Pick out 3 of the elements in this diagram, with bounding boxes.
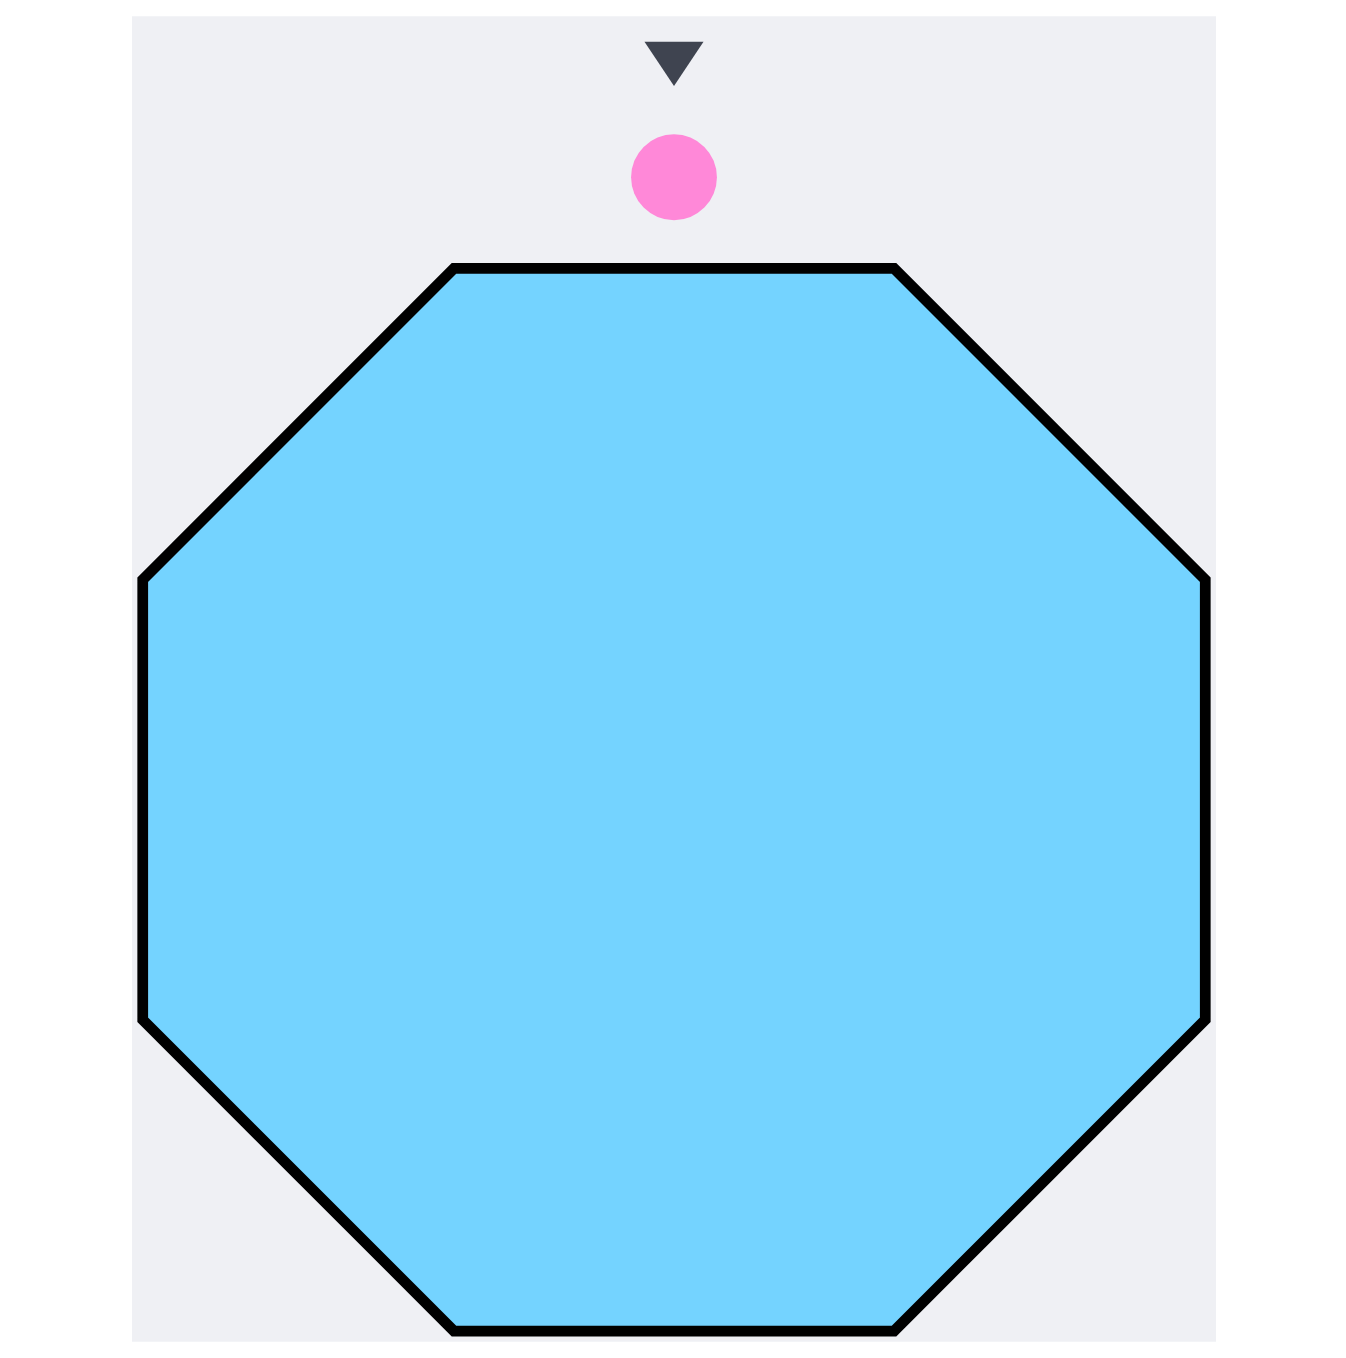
node-circle: [630, 134, 716, 221]
node-triangle: [643, 41, 703, 86]
node-octagon: [136, 263, 1210, 1337]
